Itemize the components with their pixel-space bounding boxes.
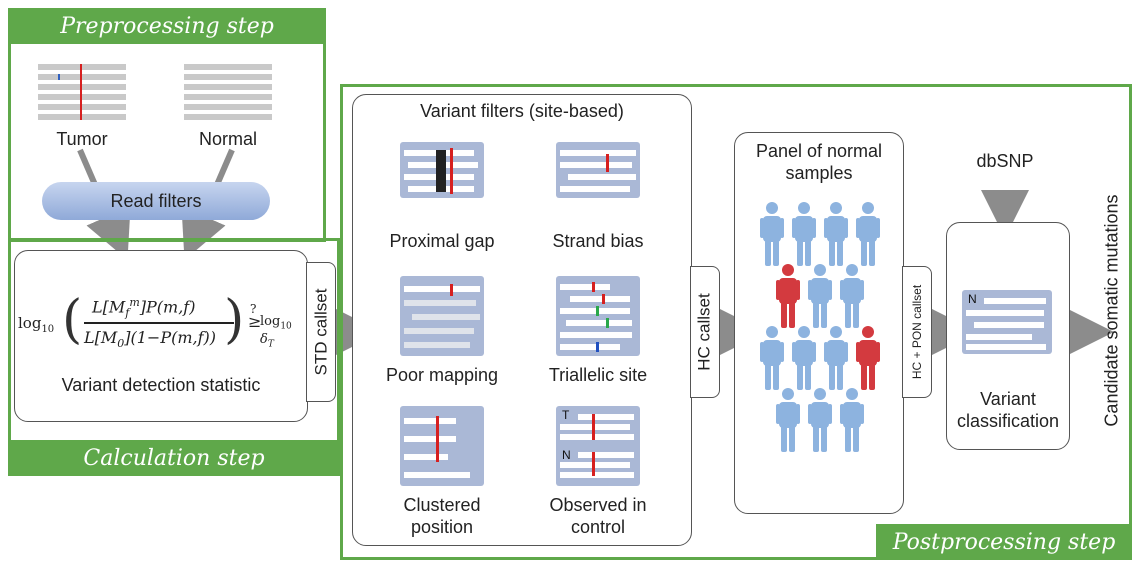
preprocessing-title: Preprocessing step — [60, 13, 274, 39]
formula-denominator: L[M0](1−P(m,f)) — [84, 328, 216, 351]
person-icon — [792, 326, 816, 390]
person-icon — [840, 264, 864, 328]
person-icon — [824, 202, 848, 266]
variant-filters-title: Variant filters (site-based) — [420, 101, 624, 121]
person-icon — [792, 202, 816, 266]
std-callset-label: STD callset — [311, 288, 331, 376]
dbsnp-label: dbSNP — [976, 151, 1034, 171]
formula-numerator: L[Mfm]P(m,f) — [92, 296, 196, 320]
read-filters-pill: Read filters — [42, 182, 270, 220]
filter-proximal-gap-label: Proximal gap — [389, 231, 495, 251]
calculation-band: Calculation step — [8, 440, 340, 476]
candidate-label: Candidate somatic mutations — [1101, 193, 1122, 427]
normal-reads — [184, 64, 272, 122]
preprocessing-band: Preprocessing step — [8, 8, 326, 44]
filter-observed-control-label: Observed in control — [549, 495, 647, 537]
std-callset-tag: STD callset — [306, 262, 336, 402]
filter-observed-control-icon: T N — [556, 406, 640, 486]
person-red-icon — [776, 264, 800, 328]
filter-triallelic-label: Triallelic site — [548, 365, 648, 385]
normal-label: Normal — [198, 129, 257, 149]
paren-left: ( — [62, 290, 83, 350]
classification-label: Variant classification — [956, 389, 1060, 431]
filter-clustered-label: Clustered position — [403, 495, 481, 537]
filter-poor-mapping-icon — [400, 276, 484, 356]
classification-N-label: N — [968, 292, 977, 306]
statistic-box — [14, 250, 308, 422]
fraction-bar — [84, 322, 234, 324]
person-icon — [760, 326, 784, 390]
formula-log-delta: log10 δT — [260, 314, 292, 350]
hc-callset-label: HC callset — [695, 293, 714, 371]
formula-log: log10 — [18, 314, 55, 335]
filter-strand-bias-label: Strand bias — [552, 231, 644, 251]
filter-strand-bias-icon — [556, 142, 640, 198]
person-icon — [760, 202, 784, 266]
filter-proximal-gap-icon — [400, 142, 484, 198]
statistic-label: Variant detection statistic — [61, 375, 261, 395]
person-icon — [856, 202, 880, 266]
paren-right: ) — [224, 290, 245, 350]
postprocessing-box — [340, 84, 1132, 560]
person-icon — [808, 388, 832, 452]
postprocessing-title: Postprocessing step — [892, 529, 1116, 555]
filter-clustered-icon — [400, 406, 484, 486]
read-filters-label: Read filters — [110, 190, 202, 211]
classification-icon: N — [962, 290, 1052, 354]
tumor-reads — [38, 64, 126, 122]
person-icon — [840, 388, 864, 452]
hc-pon-callset-tag: HC + PON callset — [902, 266, 932, 398]
hc-callset-tag: HC callset — [690, 266, 720, 398]
filter-poor-mapping-label: Poor mapping — [385, 365, 499, 385]
formula: log10 ( L[Mfm]P(m,f) L[M0](1−P(m,f)) ) ?… — [18, 284, 308, 364]
observed-T-label: T — [562, 408, 570, 422]
formula-question: ? — [250, 302, 257, 316]
tumor-label: Tumor — [56, 129, 108, 149]
pon-title: Panel of normal samples — [755, 141, 883, 183]
candidate-container: Candidate somatic mutations — [1094, 104, 1130, 516]
formula-geq: ≥ — [248, 312, 262, 331]
calculation-title: Calculation step — [83, 445, 265, 471]
person-icon — [808, 264, 832, 328]
filter-triallelic-icon — [556, 276, 640, 356]
people-group — [744, 196, 894, 496]
postprocessing-band: Postprocessing step — [876, 524, 1132, 560]
hc-pon-callset-label: HC + PON callset — [910, 284, 925, 380]
person-icon — [776, 388, 800, 452]
person-red-icon — [856, 326, 880, 390]
observed-N-label: N — [562, 448, 571, 462]
person-icon — [824, 326, 848, 390]
